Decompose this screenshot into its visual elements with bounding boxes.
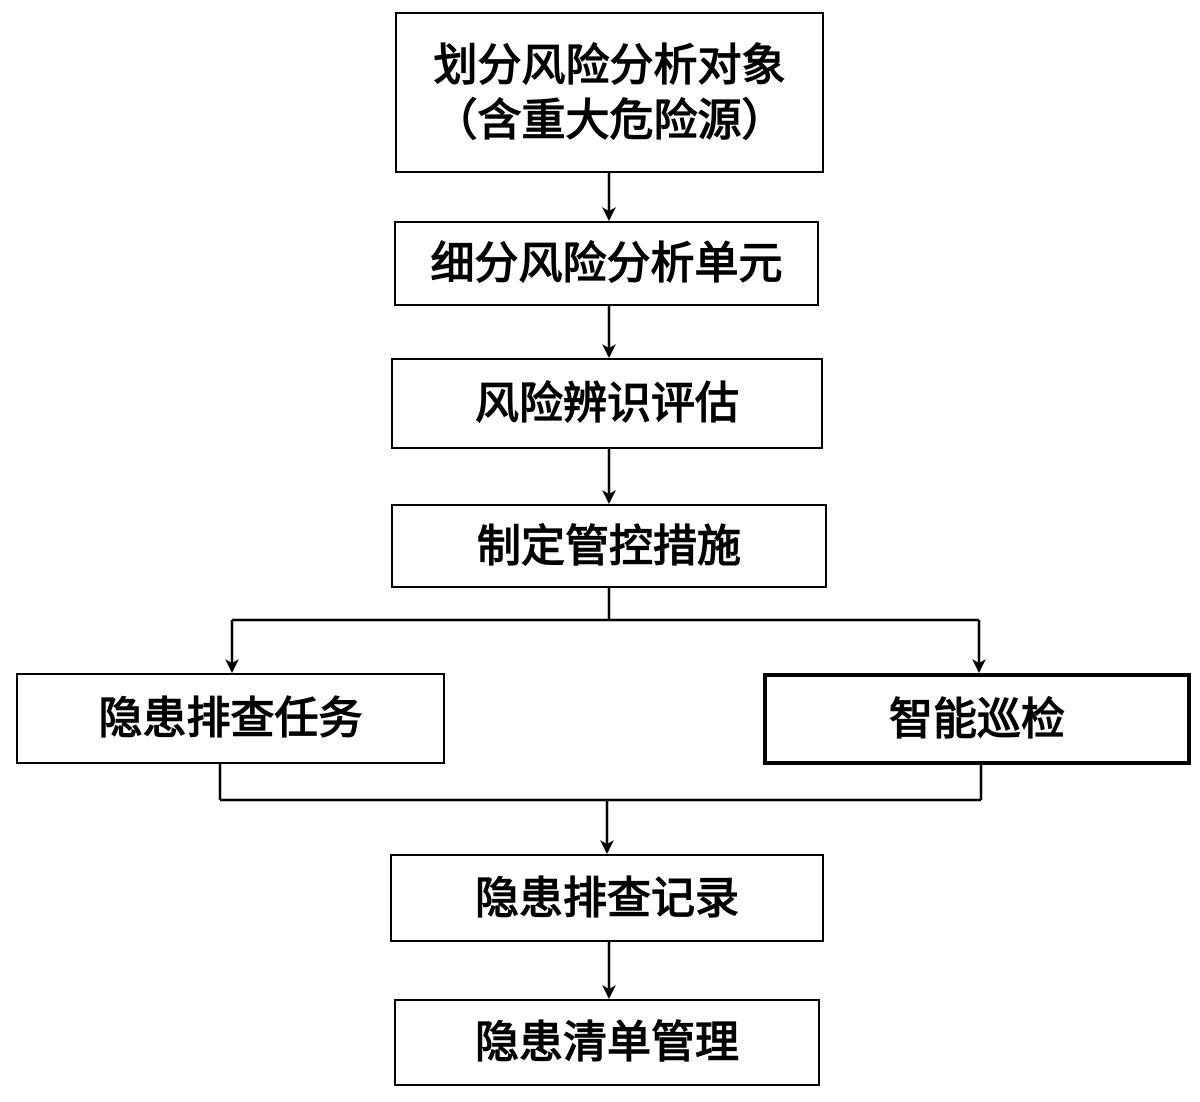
node-control-measures-label: 制定管控措施 — [477, 520, 741, 572]
node-subdivide-units: 细分风险分析单元 — [394, 221, 819, 306]
node-smart-inspection: 智能巡检 — [763, 673, 1191, 765]
node-risk-assessment: 风险辨识评估 — [391, 358, 823, 449]
node-hazard-list: 隐患清单管理 — [394, 999, 820, 1086]
node-hazard-records-label: 隐患排查记录 — [475, 872, 739, 924]
node-hazard-list-label: 隐患清单管理 — [475, 1017, 739, 1068]
node-hazard-tasks: 隐患排查任务 — [16, 673, 445, 764]
node-divide-objects-line2: （含重大危险源） — [433, 94, 786, 146]
node-smart-inspection-label: 智能巡检 — [889, 693, 1065, 745]
node-hazard-tasks-label: 隐患排查任务 — [98, 693, 363, 744]
node-risk-assessment-label: 风险辨识评估 — [475, 378, 739, 429]
node-hazard-records: 隐患排查记录 — [390, 854, 824, 942]
node-control-measures: 制定管控措施 — [391, 504, 827, 588]
node-subdivide-units-label: 细分风险分析单元 — [430, 238, 783, 289]
node-divide-objects-line1: 划分风险分析对象 — [433, 39, 786, 91]
node-divide-objects: 划分风险分析对象 （含重大危险源） — [395, 12, 824, 173]
